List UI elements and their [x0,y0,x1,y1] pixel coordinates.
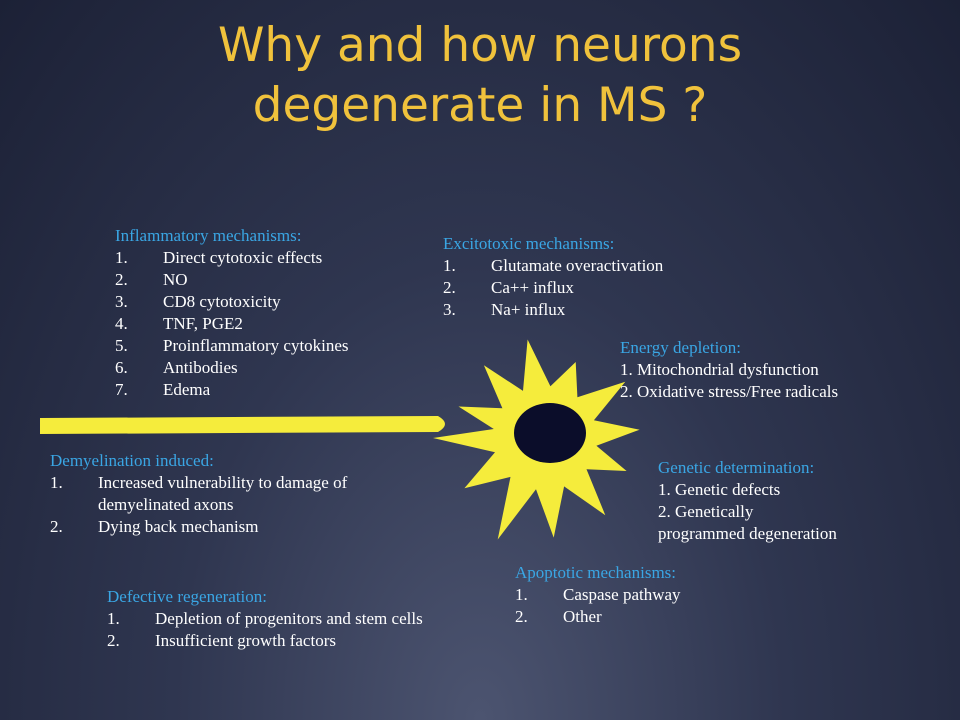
item-text: Ca++ influx [491,278,574,297]
list-item: 7. Edema [115,379,349,401]
list-item: 2. NO [115,269,349,291]
title-line-1: Why and how neurons [217,18,743,73]
list-item: 1. Depletion of progenitors and stem cell… [107,608,423,630]
excitotoxic-mechanisms-block: Excitotoxic mechanisms: 1. Glutamate over… [443,233,663,321]
item-text: Edema [163,380,211,399]
list-item: 2. Genetically [658,501,837,523]
item-number: 1. [443,256,456,275]
list-item: 2. Insufficient growth factors [107,630,423,652]
list-item: 1. Mitochondrial dysfunction [620,359,838,381]
item-number: 2. [443,278,456,297]
list-item: 2. Other [515,606,681,628]
item-number: 2. [620,382,633,401]
list-item: 1. Direct cytotoxic effects [115,247,349,269]
axon-shape [40,416,445,434]
nucleus-shape [514,403,586,463]
item-number: 2. [515,607,528,626]
item-text: NO [163,270,188,289]
item-text: Genetic defects [675,480,781,499]
genetic-determination-block: Genetic determination: 1. Genetic defect… [658,457,837,545]
item-text: Na+ influx [491,300,566,319]
item-text: Oxidative stress/Free radicals [637,382,839,401]
demyelination-block: Demyelination induced: 1. Increased vulne… [50,450,347,538]
inflammatory-mechanisms-block: Inflammatory mechanisms: 1. Direct cytoto… [115,225,349,401]
item-number: 1. [658,480,671,499]
list-item: 2. Ca++ influx [443,277,663,299]
item-text: TNF, PGE2 [163,314,243,333]
item-number: 3. [115,292,128,311]
item-number: 2. [658,502,671,521]
slide-title: Why and how neurons degenerate in MS ? [0,16,960,136]
list-item: 6. Antibodies [115,357,349,379]
item-number: 1. [515,585,528,604]
regeneration-heading: Defective regeneration: [107,587,267,606]
item-text: Proinflammatory cytokines [163,336,349,355]
inflammatory-heading: Inflammatory mechanisms: [115,226,302,245]
item-number: 2. [107,631,120,650]
apoptotic-mechanisms-block: Apoptotic mechanisms: 1.Caspase pathway … [515,562,681,628]
list-item: 1. Genetic defects [658,479,837,501]
item-number: 6. [115,358,128,377]
defective-regeneration-block: Defective regeneration: 1. Depletion of p… [107,586,423,652]
item-text: CD8 cytotoxicity [163,292,281,311]
item-number: 1. [50,473,63,492]
list-item: 1. Increased vulnerability to damage of [50,472,347,494]
list-item: 1. Glutamate overactivation [443,255,663,277]
genetic-heading: Genetic determination: [658,458,815,477]
item-text: Depletion of progenitors and stem cells [155,609,423,628]
list-item: 4. TNF, PGE2 [115,313,349,335]
list-item: 2. Dying back mechanism [50,516,347,538]
item-text: Caspase pathway [563,585,681,604]
item-number: 1. [107,609,120,628]
excitotoxic-heading: Excitotoxic mechanisms: [443,234,615,253]
item-text: Genetically [675,502,754,521]
item-number: 3. [443,300,456,319]
item-number: 7. [115,380,128,399]
title-line-2: degenerate in MS ? [252,78,708,133]
item-number: 4. [115,314,128,333]
energy-depletion-block: Energy depletion: 1. Mitochondrial dysfu… [620,337,838,403]
apoptotic-heading: Apoptotic mechanisms: [515,563,677,582]
item-text: programmed degeneration [658,524,837,543]
item-text: Increased vulnerability to damage of [98,473,348,492]
item-number: 2. [50,517,63,536]
list-item: 2. Oxidative stress/Free radicals [620,381,838,403]
energy-heading: Energy depletion: [620,338,742,357]
item-text: Insufficient growth factors [155,631,336,650]
list-item: 5. Proinflammatory cytokines [115,335,349,357]
item-text: Antibodies [163,358,238,377]
item-text: Dying back mechanism [98,517,259,536]
item-text: Mitochondrial dysfunction [637,360,819,379]
list-item: 1. Caspase pathway [515,584,681,606]
list-item: demyelinated axons [50,494,347,516]
item-text: Glutamate overactivation [491,256,664,275]
item-number: 1. [620,360,633,379]
list-item: 3. Na+ influx [443,299,663,321]
item-number: 1. [115,248,128,267]
list-item: 3. CD8 cytotoxicity [115,291,349,313]
item-number: 5. [115,336,128,355]
item-text: Other [563,607,602,626]
item-text: demyelinated axons [98,495,234,514]
list-item: programmed degeneration [658,523,837,545]
item-text: Direct cytotoxic effects [163,248,323,267]
demyelination-heading: Demyelination induced: [50,451,214,470]
item-number: 2. [115,270,128,289]
